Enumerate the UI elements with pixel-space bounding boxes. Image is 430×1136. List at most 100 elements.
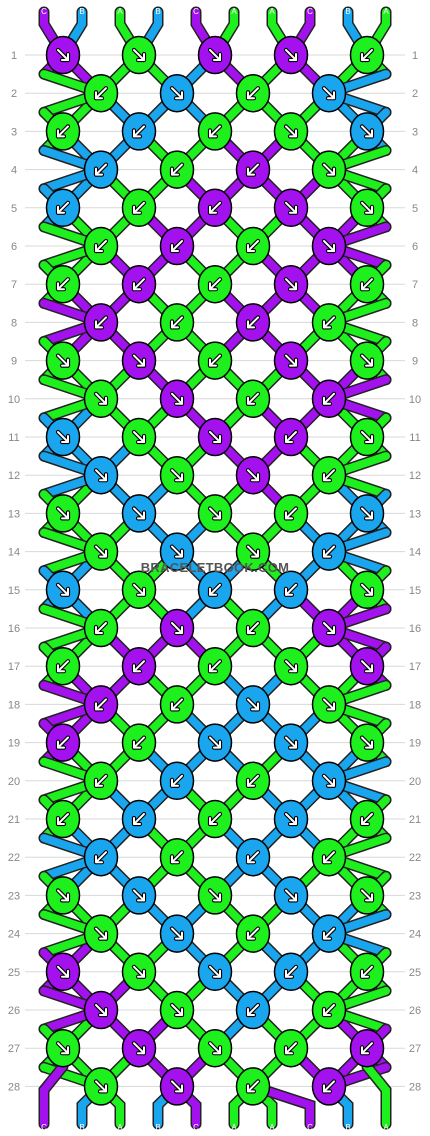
knot	[349, 570, 385, 610]
row-number-right: 14	[409, 547, 421, 559]
arrow-down-left-icon	[207, 582, 223, 597]
knot	[273, 417, 309, 457]
knot	[235, 303, 271, 342]
knot	[349, 112, 385, 151]
row-number-left: 24	[8, 929, 20, 941]
arrow-down-left-icon	[283, 582, 299, 597]
knot	[83, 761, 119, 801]
top-thread-label: C	[307, 7, 313, 16]
row-number-left: 23	[8, 890, 20, 902]
arrow-down-left-icon	[93, 850, 109, 865]
knot	[273, 570, 309, 610]
knot	[235, 1067, 271, 1106]
bottom-thread-label: A	[231, 1123, 237, 1132]
arrow-down-left-icon	[55, 735, 71, 750]
knot	[197, 1028, 233, 1068]
arrow-down-left-icon	[131, 277, 147, 292]
arrow-down-left-icon	[321, 850, 337, 865]
arrow-down-left-icon	[207, 124, 223, 139]
bottom-thread-label: C	[307, 1123, 313, 1132]
row-number-right: 20	[409, 776, 421, 788]
knot	[349, 188, 385, 228]
arrow-down-left-icon	[55, 277, 71, 292]
arrow-down-right-icon	[321, 697, 337, 712]
knot	[159, 990, 195, 1030]
bottom-thread	[40, 1062, 67, 1128]
knot	[273, 723, 309, 762]
arrow-down-left-icon	[245, 1002, 261, 1018]
row-number-right: 18	[409, 699, 421, 711]
arrow-down-right-icon	[55, 964, 71, 979]
arrow-down-right-icon	[169, 391, 185, 406]
bottom-thread-label: A	[269, 1123, 275, 1132]
knot	[235, 685, 271, 724]
knot	[121, 952, 157, 992]
knot	[83, 73, 119, 113]
arrow-down-left-icon	[93, 238, 109, 254]
bottom-thread	[363, 1062, 390, 1128]
arrow-down-right-icon	[131, 353, 147, 368]
knot	[349, 494, 385, 533]
knot	[311, 1067, 347, 1106]
arrow-down-right-icon	[283, 277, 299, 292]
arrow-down-right-icon	[131, 964, 147, 979]
arrow-down-right-icon	[207, 888, 223, 903]
arrow-down-left-icon	[359, 1041, 375, 1056]
arrow-down-left-icon	[131, 124, 147, 139]
knot	[121, 646, 157, 686]
row-number-right: 11	[409, 432, 420, 444]
arrow-down-right-icon	[359, 659, 375, 674]
row-number-right: 27	[409, 1043, 421, 1055]
site-watermark: BRACELETBOOK.COM	[141, 560, 290, 575]
knot	[197, 494, 233, 533]
arrow-down-right-icon	[283, 735, 299, 750]
top-thread-label: A	[117, 7, 123, 16]
knot	[159, 226, 195, 266]
arrow-down-left-icon	[131, 659, 147, 674]
top-thread-label: A	[231, 7, 237, 16]
arrow-down-right-icon	[321, 773, 337, 788]
arrow-down-right-icon	[169, 468, 185, 483]
knot	[273, 876, 309, 915]
knot	[121, 876, 157, 915]
knot	[349, 35, 385, 75]
knot	[235, 837, 271, 877]
row-number-left: 8	[11, 317, 17, 329]
knot	[45, 188, 81, 228]
arrow-down-left-icon	[245, 391, 261, 406]
knot	[121, 723, 157, 762]
knot	[197, 952, 233, 992]
knot	[197, 341, 233, 380]
knot	[45, 723, 81, 762]
row-number-right: 26	[409, 1005, 421, 1017]
arrow-down-left-icon	[93, 162, 109, 177]
knot	[349, 264, 385, 304]
arrow-down-right-icon	[283, 200, 299, 215]
row-number-right: 21	[409, 814, 421, 826]
knot	[121, 570, 157, 610]
knot	[159, 914, 195, 953]
knot	[45, 341, 81, 380]
row-numbers-left: 1234567891011121314151617181920212223242…	[8, 50, 20, 1093]
arrow-down-left-icon	[93, 86, 109, 101]
knot	[159, 685, 195, 724]
arrow-down-left-icon	[321, 315, 337, 330]
knot	[83, 379, 119, 419]
row-number-left: 17	[8, 661, 20, 673]
row-number-left: 18	[8, 699, 20, 711]
row-number-left: 25	[8, 967, 20, 979]
arrow-down-right-icon	[55, 888, 71, 903]
arrow-down-left-icon	[245, 1079, 261, 1094]
arrow-down-right-icon	[207, 506, 223, 521]
arrow-down-right-icon	[131, 1041, 147, 1056]
bottom-thread-label: B	[155, 1123, 160, 1132]
arrow-down-right-icon	[359, 735, 375, 750]
arrow-down-left-icon	[131, 811, 147, 827]
bottom-thread-label: B	[345, 1123, 350, 1132]
arrow-down-right-icon	[93, 391, 109, 406]
knot	[197, 570, 233, 610]
knot	[121, 417, 157, 457]
arrow-down-right-icon	[245, 468, 261, 483]
row-number-right: 19	[409, 738, 421, 750]
